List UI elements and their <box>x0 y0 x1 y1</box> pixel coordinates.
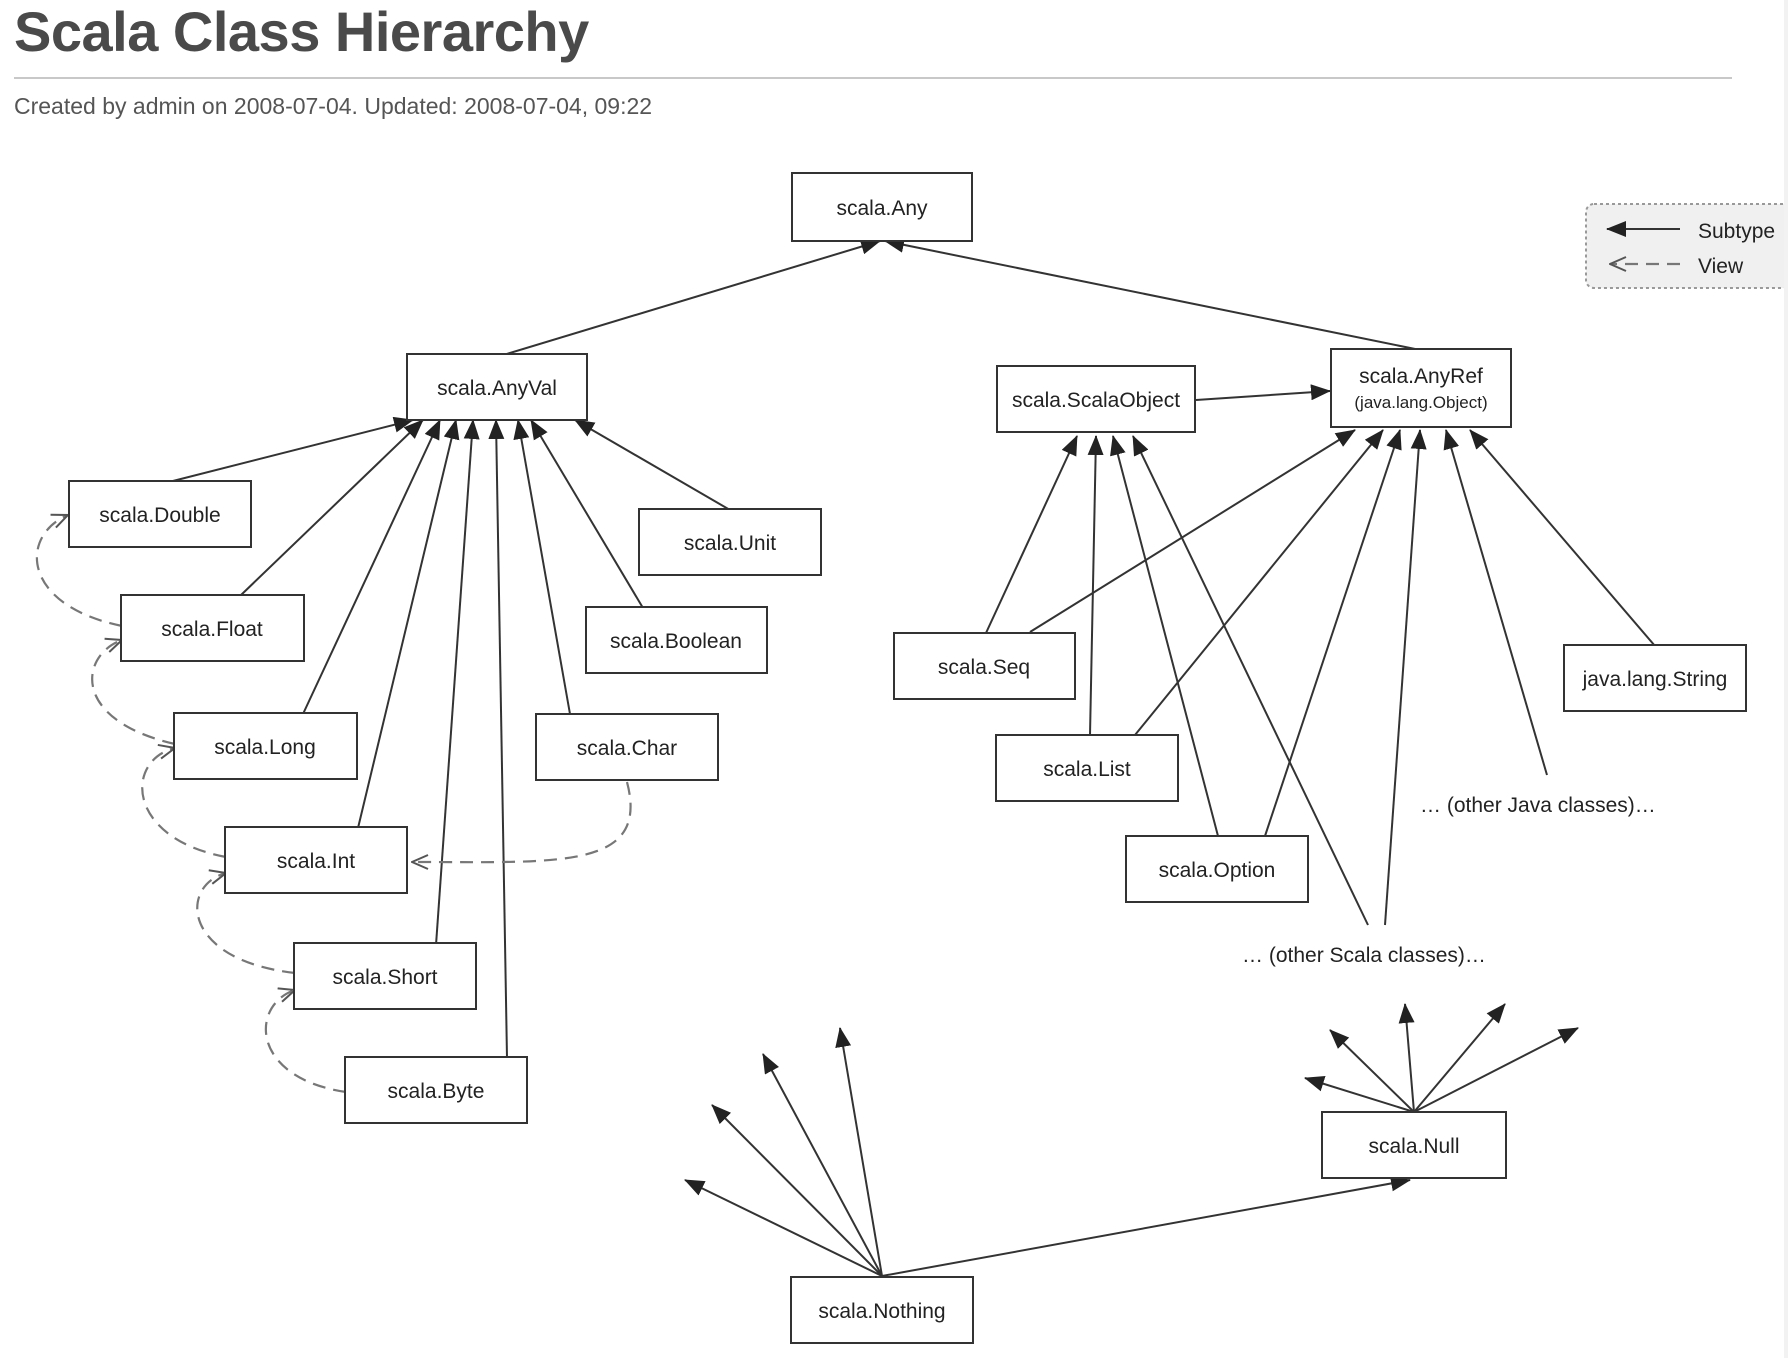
edge-anyval-any <box>499 238 881 357</box>
node-scala-option: scala.Option <box>1125 835 1309 903</box>
other-scala-classes-label: … (other Scala classes)… <box>1242 944 1486 967</box>
node-sublabel: (java.lang.Object) <box>1354 393 1487 412</box>
legend-box <box>1585 203 1788 289</box>
edge-null-all-5 <box>1413 1027 1579 1113</box>
node-scala-any: scala.Any <box>791 172 973 242</box>
legend-view-label: View <box>1698 255 1744 278</box>
edge-list-anyref <box>1134 429 1384 736</box>
node-scala-null: scala.Null <box>1321 1111 1507 1179</box>
edge-null-all-1 <box>1304 1076 1415 1113</box>
node-label: scala.Nothing <box>818 1300 945 1323</box>
node-scala-byte: scala.Byte <box>344 1056 528 1124</box>
node-scala-char: scala.Char <box>535 713 719 781</box>
edge-char-anyval <box>513 419 571 715</box>
edge-list-scalaobject <box>1087 435 1104 736</box>
node-label: scala.Int <box>277 850 355 873</box>
edge-string-anyref <box>1469 429 1656 647</box>
edge-nothing-all-3 <box>762 1053 883 1277</box>
node-label: scala.Byte <box>388 1080 485 1103</box>
page-title: Scala Class Hierarchy <box>14 0 589 63</box>
edge-short-anyval <box>435 419 480 946</box>
node-label: scala.AnyRef <box>1359 365 1483 388</box>
node-scala-int: scala.Int <box>224 826 408 894</box>
node-label: scala.Boolean <box>610 630 742 653</box>
node-scala-scalaobject: scala.ScalaObject <box>996 365 1196 433</box>
node-label: scala.AnyVal <box>437 377 557 400</box>
node-label: scala.Long <box>214 736 316 759</box>
node-label: scala.Any <box>836 197 928 220</box>
subtype-edges <box>164 236 1656 1277</box>
edge-unit-anyval <box>574 419 731 511</box>
node-label: scala.Char <box>577 737 677 760</box>
node-label: scala.Float <box>161 618 263 641</box>
node-label: scala.Unit <box>684 532 776 555</box>
title-divider <box>14 77 1732 79</box>
node-scala-unit: scala.Unit <box>638 508 822 576</box>
view-int-long <box>141 748 227 859</box>
node-scala-anyval: scala.AnyVal <box>406 353 588 421</box>
edge-byte-anyval <box>488 419 508 1059</box>
node-label: scala.Short <box>332 966 437 989</box>
view-byte-short <box>264 990 347 1094</box>
view-char-int <box>412 781 632 862</box>
edge-boolean-anyval <box>530 419 644 609</box>
node-label: scala.Double <box>99 504 220 527</box>
node-scala-nothing: scala.Nothing <box>790 1276 974 1344</box>
edge-nothing-all-1 <box>684 1179 883 1277</box>
edge-int-anyval <box>357 419 460 829</box>
page-edge <box>1784 0 1788 1358</box>
node-scala-short: scala.Short <box>293 942 477 1010</box>
edge-seq-scalaobject <box>985 435 1078 634</box>
view-short-int <box>196 873 296 975</box>
node-label: scala.Seq <box>938 656 1030 679</box>
edge-scalaobject-anyref <box>1195 384 1331 401</box>
edge-null-all-2 <box>1329 1029 1415 1113</box>
edge-option-anyref <box>1264 429 1402 837</box>
node-label: scala.Null <box>1368 1135 1459 1158</box>
edge-otherscala-anyref <box>1384 429 1427 926</box>
page-meta: Created by admin on 2008-07-04. Updated:… <box>14 93 653 119</box>
edge-float-anyval <box>239 419 424 597</box>
node-label: scala.List <box>1043 758 1131 781</box>
node-label: scala.Option <box>1159 859 1276 882</box>
node-scala-seq: scala.Seq <box>893 632 1076 700</box>
edge-otherscala-scalaobject <box>1132 435 1369 926</box>
node-java-lang-string: java.lang.String <box>1563 644 1747 712</box>
node-label: java.lang.String <box>1582 668 1728 691</box>
view-float-double <box>35 515 123 628</box>
view-edges <box>35 515 632 1094</box>
edge-option-scalaobject <box>1110 435 1219 837</box>
edge-anyref-any <box>884 236 1421 351</box>
node-scala-anyref: scala.AnyRef (java.lang.Object) <box>1330 348 1512 428</box>
edge-seq-anyref <box>1029 429 1356 633</box>
edge-null-all-3 <box>1398 1003 1415 1113</box>
edge-double-anyval <box>164 416 414 484</box>
node-scala-boolean: scala.Boolean <box>585 606 768 674</box>
edge-nothing-null <box>881 1175 1411 1277</box>
view-long-float <box>91 640 176 746</box>
edge-long-anyval <box>302 419 441 715</box>
node-scala-long: scala.Long <box>173 712 358 780</box>
node-scala-double: scala.Double <box>68 480 252 548</box>
edge-null-all-4 <box>1413 1003 1506 1113</box>
node-scala-list: scala.List <box>995 734 1179 802</box>
edge-otherjava-anyref <box>1443 429 1548 776</box>
legend-subtype-label: Subtype <box>1698 220 1775 243</box>
edge-nothing-all-4 <box>835 1027 883 1277</box>
node-label: scala.ScalaObject <box>1012 389 1180 412</box>
edge-nothing-all-2 <box>711 1104 883 1277</box>
legend: Subtype View <box>1585 203 1788 289</box>
other-java-classes-label: … (other Java classes)… <box>1420 794 1656 817</box>
node-scala-float: scala.Float <box>120 594 305 662</box>
